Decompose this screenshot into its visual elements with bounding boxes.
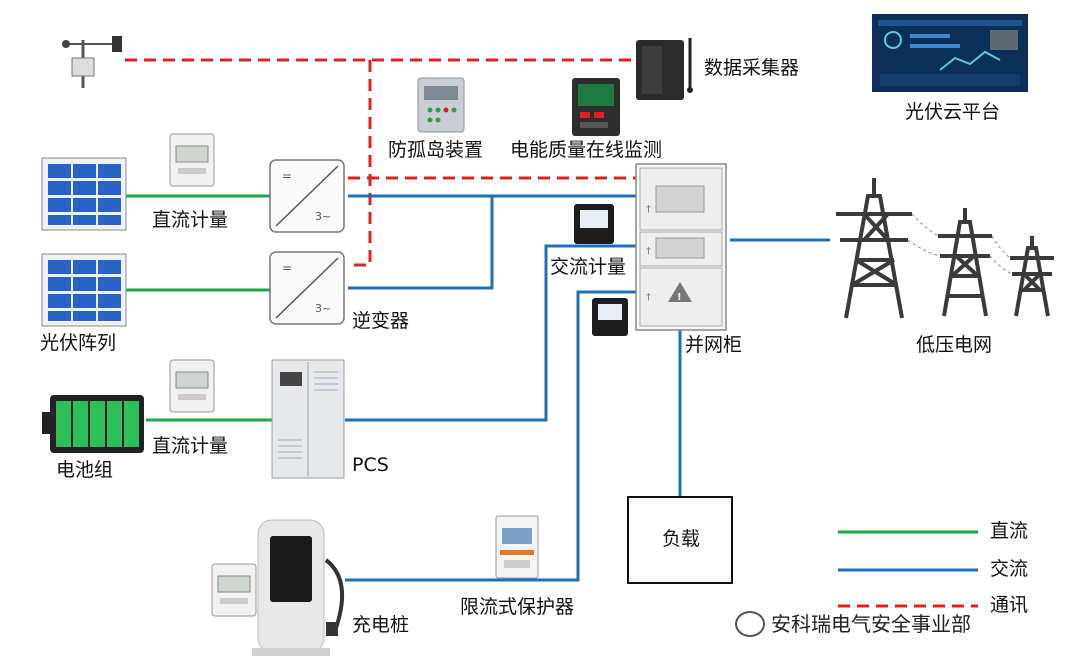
label-ac-meter: 交流计量	[550, 256, 627, 278]
legend-ac-label: 交流	[990, 558, 1029, 580]
transmission-towers-icon	[836, 178, 1054, 319]
svg-text:3~: 3~	[315, 210, 331, 223]
svg-text:†: †	[646, 292, 651, 303]
ac-lines	[345, 194, 830, 582]
label-pcs: PCS	[352, 454, 389, 476]
label-inverter: 逆变器	[352, 310, 410, 332]
label-low-voltage-grid: 低压电网	[916, 334, 993, 356]
legend-swatches	[838, 530, 978, 608]
label-grid-cabinet: 并网柜	[685, 334, 743, 356]
label-power-quality: 电能质量在线监测	[510, 139, 663, 161]
load-box	[627, 496, 733, 584]
svg-text:†: †	[646, 246, 651, 257]
legend-dc-label: 直流	[990, 520, 1029, 542]
label-cloud-platform: 光伏云平台	[905, 101, 1001, 123]
ac-line-inv2	[348, 196, 494, 290]
dc-meter-battery-icon	[169, 359, 215, 413]
svg-text:=: =	[282, 169, 292, 183]
pv-panel-top	[41, 157, 127, 231]
current-limiter-icon	[495, 515, 539, 579]
pv-panel-bottom	[41, 253, 127, 327]
comm-lines	[125, 58, 640, 267]
ac-meter-bottom-icon	[592, 298, 628, 336]
label-load: 负载	[662, 528, 701, 550]
data-collector-icon	[636, 38, 693, 100]
pcs-cabinet-icon	[271, 359, 345, 479]
anti-islanding-device-icon	[417, 77, 465, 133]
svg-text:†: †	[646, 204, 651, 215]
svg-text:!: !	[677, 292, 682, 303]
battery-icon	[42, 395, 144, 453]
svg-text:=: =	[282, 261, 292, 275]
ac-line-charger	[345, 290, 636, 582]
label-battery: 电池组	[56, 459, 114, 481]
dc-meter-top-icon	[169, 133, 215, 187]
label-pv-array: 光伏阵列	[40, 332, 117, 354]
watermark: 安科瑞电气安全事业部	[735, 608, 971, 639]
watermark-text: 安科瑞电气安全事业部	[771, 612, 971, 636]
weather-station-icon	[62, 36, 122, 88]
legend-comm-label: 通讯	[990, 594, 1029, 616]
inverter-top-icon: = 3~	[269, 159, 345, 233]
label-charger: 充电桩	[352, 614, 410, 636]
dc-meter-charger-icon	[211, 563, 257, 617]
cloud-platform-screen	[872, 14, 1028, 92]
ac-meter-top-icon	[574, 204, 614, 244]
power-quality-monitor-icon	[572, 78, 620, 136]
dc-lines	[126, 194, 272, 422]
charging-pile-icon	[252, 519, 344, 656]
label-data-collector: 数据采集器	[704, 57, 800, 79]
label-anti-islanding: 防孤岛装置	[388, 139, 484, 161]
comm-line-bus	[348, 60, 372, 267]
ac-line-pcs	[345, 244, 636, 422]
label-dc-meter-battery: 直流计量	[152, 435, 229, 457]
wechat-icon	[735, 610, 765, 637]
svg-text:3~: 3~	[315, 302, 331, 315]
label-dc-meter-top: 直流计量	[152, 209, 229, 231]
label-current-limiter: 限流式保护器	[460, 596, 575, 618]
power-wires	[907, 213, 1013, 275]
inverter-bottom-icon: = 3~	[269, 251, 345, 325]
grid-cabinet-icon: ! † † †	[635, 163, 727, 331]
